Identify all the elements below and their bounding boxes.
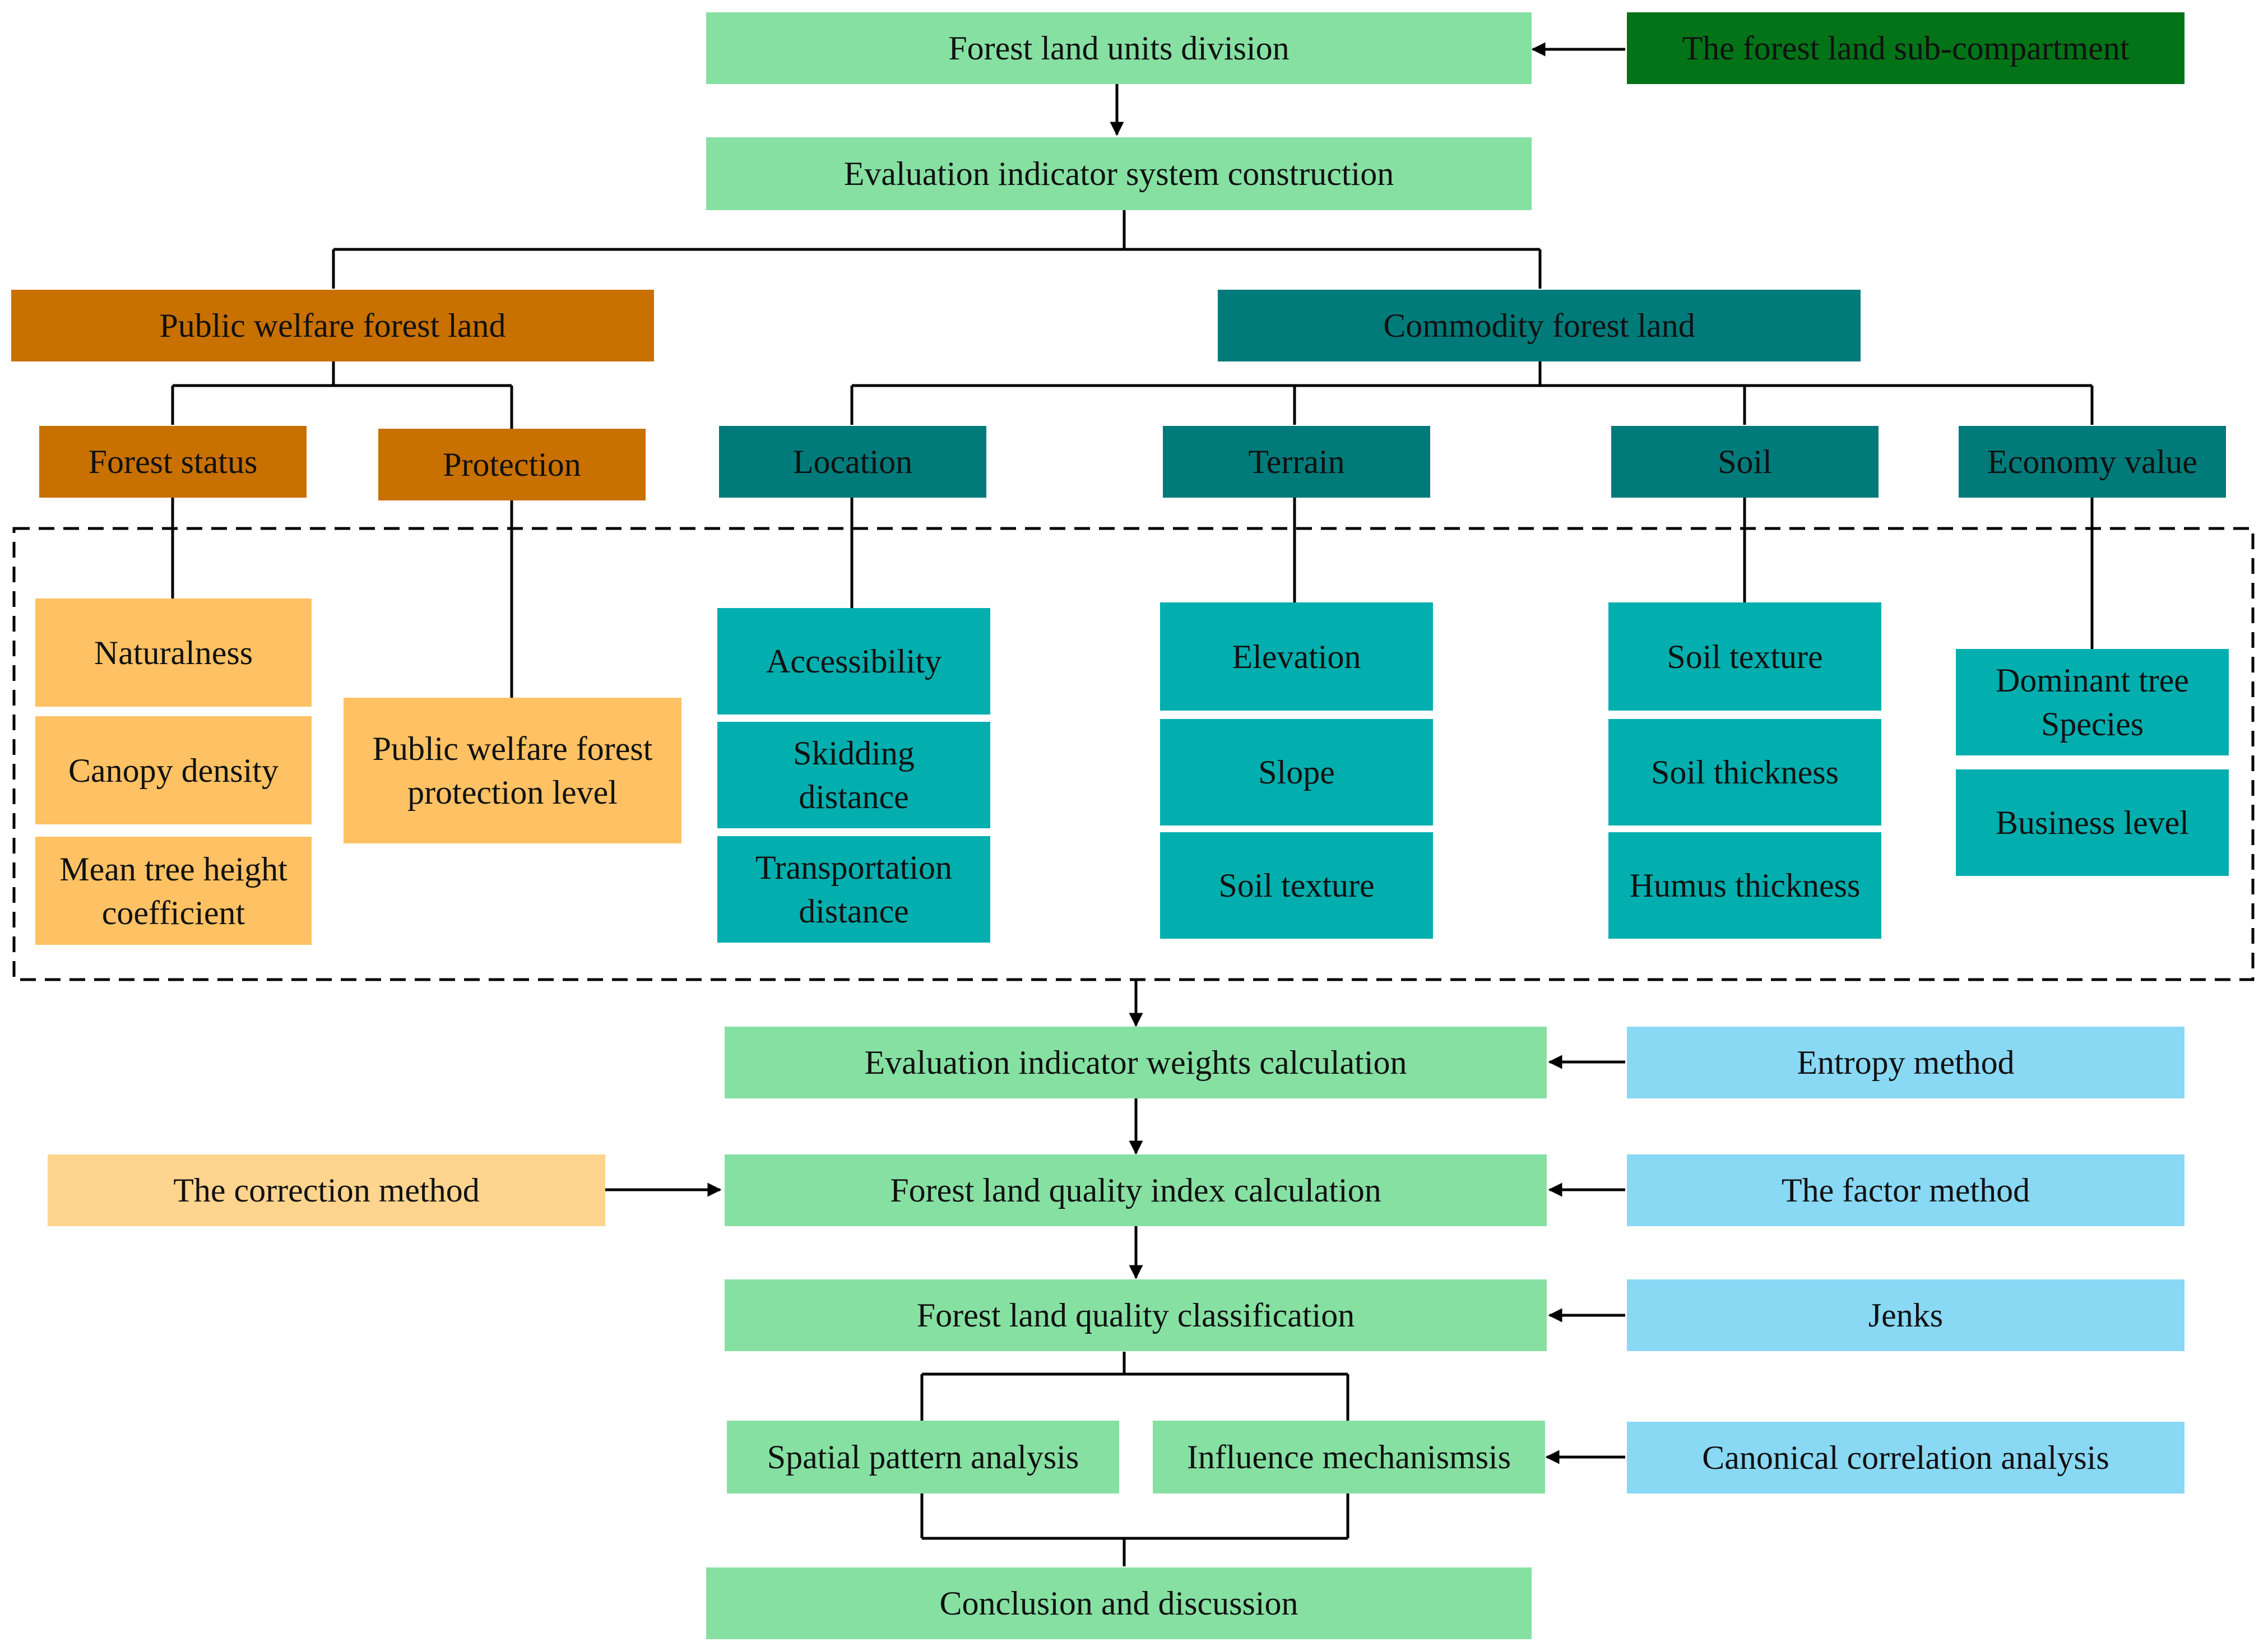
economy-value-box: Economy value [1959, 426, 2226, 498]
indicator-canopy-density-label: Canopy density [68, 752, 279, 789]
indicator-mean-tree-height: Mean tree height coefficient [35, 837, 312, 945]
factor-method-box: The factor method [1627, 1154, 2184, 1226]
forest-land-units-division-box: Forest land units division [706, 12, 1532, 84]
canonical-correlation-box: Canonical correlation analysis [1627, 1422, 2184, 1493]
indicator-business-level: Business level [1956, 769, 2229, 876]
indicator-soil-texture-label: Soil texture [1667, 638, 1823, 675]
indicator-accessibility-label: Accessibility [766, 643, 942, 680]
indicator-terrain-soil-texture-label: Soil texture [1218, 867, 1375, 904]
forest-land-units-division-label: Forest land units division [948, 30, 1290, 67]
location-label: Location [792, 443, 913, 480]
economy-value-label: Economy value [1987, 443, 2197, 480]
indicator-slope-label: Slope [1258, 754, 1335, 791]
indicator-dominant-tree-species-label: Dominant tree Species [1996, 662, 2189, 743]
indicator-elevation-label: Elevation [1232, 638, 1361, 675]
indicator-terrain-soil-texture: Soil texture [1160, 832, 1433, 939]
entropy-method-label: Entropy method [1797, 1044, 2015, 1081]
location-box: Location [719, 426, 986, 498]
indicator-soil-texture: Soil texture [1608, 602, 1881, 711]
influence-mechanisms-box: Influence mechanismsis [1153, 1421, 1545, 1493]
indicator-accessibility: Accessibility [717, 608, 990, 715]
indicator-canopy-density: Canopy density [35, 716, 312, 824]
sub-compartment-box: The forest land sub-compartment [1627, 12, 2184, 84]
protection-label: Protection [443, 446, 581, 483]
protection-box: Protection [378, 429, 646, 500]
conclusion-box: Conclusion and discussion [706, 1567, 1532, 1639]
jenks-box: Jenks [1627, 1279, 2184, 1351]
terrain-box: Terrain [1163, 426, 1430, 498]
indicator-soil-thickness-label: Soil thickness [1650, 754, 1839, 791]
indicator-mean-tree-height-label: Mean tree height coefficient [59, 850, 287, 931]
commodity-forest-land-box: Commodity forest land [1218, 290, 1861, 361]
indicator-naturalness: Naturalness [35, 599, 312, 707]
commodity-forest-land-label: Commodity forest land [1383, 307, 1695, 344]
indicator-skidding-distance-label: Skidding distance [793, 735, 915, 815]
conclusion-label: Conclusion and discussion [939, 1585, 1298, 1622]
forest-status-box: Forest status [39, 426, 307, 498]
terrain-label: Terrain [1248, 443, 1345, 480]
spatial-pattern-box: Spatial pattern analysis [727, 1421, 1119, 1493]
indicator-transportation-distance: Transportation distance [717, 836, 990, 943]
soil-box: Soil [1611, 426, 1879, 498]
jenks-label: Jenks [1868, 1297, 1944, 1334]
indicator-skidding-distance: Skidding distance [717, 722, 990, 828]
influence-mechanisms-label: Influence mechanismsis [1186, 1439, 1511, 1476]
indicator-system-label: Evaluation indicator system construction [843, 155, 1394, 192]
indicator-protection-level-label: Public welfare forest protection level [372, 730, 653, 811]
canonical-correlation-label: Canonical correlation analysis [1702, 1439, 2109, 1476]
indicator-humus-thickness: Humus thickness [1608, 832, 1881, 939]
weights-calculation-label: Evaluation indicator weights calculation [864, 1044, 1407, 1081]
sub-compartment-label: The forest land sub-compartment [1682, 30, 2130, 67]
indicator-transportation-distance-label: Transportation distance [755, 849, 953, 930]
public-welfare-forest-land-box: Public welfare forest land [11, 290, 654, 361]
entropy-method-box: Entropy method [1627, 1027, 2184, 1098]
forest-status-label: Forest status [88, 443, 258, 480]
quality-classification-box: Forest land quality classification [725, 1279, 1547, 1351]
weights-calculation-box: Evaluation indicator weights calculation [725, 1027, 1547, 1098]
spatial-pattern-label: Spatial pattern analysis [767, 1439, 1079, 1476]
indicator-elevation: Elevation [1160, 602, 1433, 711]
indicator-slope: Slope [1160, 719, 1433, 825]
indicator-protection-level: Public welfare forest protection level [344, 698, 681, 843]
indicator-soil-thickness: Soil thickness [1608, 719, 1881, 825]
indicator-business-level-label: Business level [1996, 804, 2189, 841]
indicator-dominant-tree-species: Dominant tree Species [1956, 649, 2229, 755]
quality-index-label: Forest land quality index calculation [890, 1172, 1381, 1209]
quality-index-box: Forest land quality index calculation [725, 1154, 1547, 1226]
indicator-group-dashed-frame [12, 527, 2255, 981]
public-welfare-forest-land-label: Public welfare forest land [159, 307, 506, 344]
factor-method-label: The factor method [1781, 1172, 2030, 1209]
correction-method-label: The correction method [173, 1172, 480, 1209]
quality-classification-label: Forest land quality classification [916, 1297, 1355, 1334]
indicator-system-box: Evaluation indicator system construction [706, 137, 1532, 210]
soil-label: Soil [1718, 443, 1772, 480]
correction-method-box: The correction method [48, 1154, 605, 1226]
indicator-humus-thickness-label: Humus thickness [1629, 867, 1861, 904]
indicator-naturalness-label: Naturalness [94, 634, 253, 671]
